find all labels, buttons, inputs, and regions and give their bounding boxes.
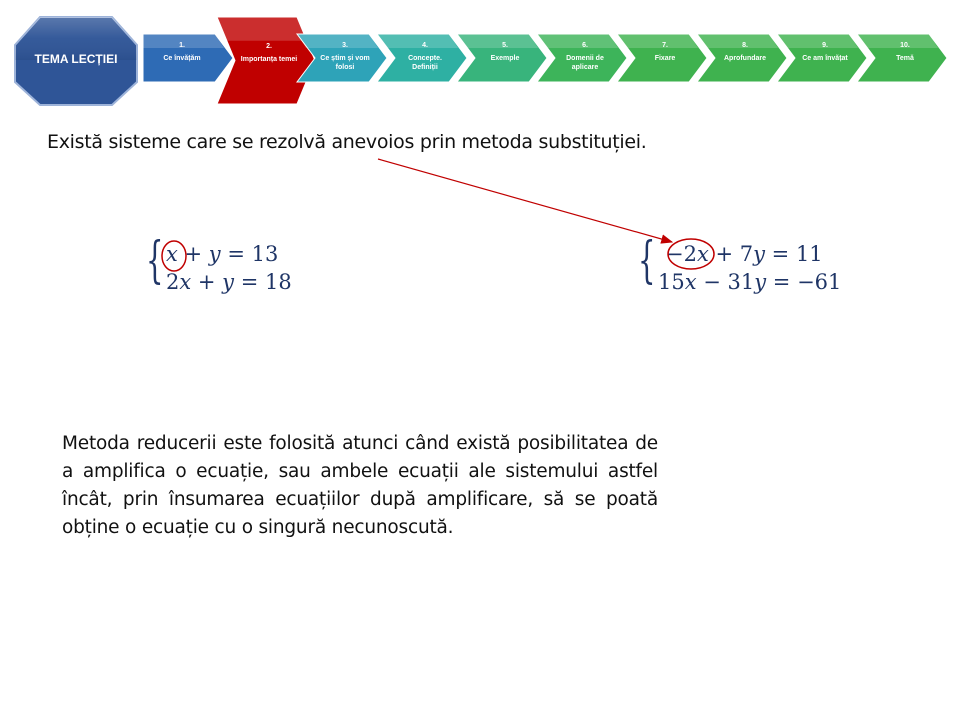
nav-step-4[interactable] [376,33,468,83]
nav-step-text: Fixare [654,55,676,62]
nav-step-label-9[interactable]: 9. Ce am învățat [795,41,855,63]
nav-step-5[interactable] [456,33,548,83]
nav-step-gloss [217,17,306,41]
system-right-eq1: −2x + 7y = 11 [666,242,823,266]
brace-left: { [146,231,164,289]
nav-step-9[interactable] [776,33,868,83]
nav-step-gloss [377,34,458,48]
nav-step-number: 6. [582,42,588,49]
nav-step-number: 7. [662,42,668,49]
nav-step-text: Ce învățăm [163,55,201,62]
nav-step-text: Importanța temei [240,56,298,63]
nav-step-gloss [617,34,698,48]
nav-step-label-5[interactable]: 5. Exemple [475,41,535,63]
nav-step-gloss [697,34,778,48]
nav-step-label-6[interactable]: 6. Domenii de aplicare [555,41,615,72]
system-right-eq2: 15x − 31y = −61 [658,270,842,294]
nav-step-text: Domenii de aplicare [566,55,604,71]
lesson-navigation-bar [14,16,948,106]
nav-step-number: 10. [900,42,910,49]
nav-step-text: Concepte. Definiții [408,55,442,71]
nav-step-10[interactable] [856,33,948,83]
intro-text: Există sisteme care se rezolvă anevoios … [47,131,647,153]
nav-step-gloss [537,34,618,48]
nav-step-label-10[interactable]: 10. Temă [875,41,935,63]
nav-step-text: Temă [896,55,914,62]
nav-step-number: 5. [502,42,508,49]
lesson-topic-label[interactable]: TEMA LECȚIEI [34,52,118,66]
nav-step-8[interactable] [696,33,788,83]
explanation-paragraph: Metoda reducerii este folosită atunci câ… [62,433,658,538]
nav-step-gloss [143,34,224,48]
nav-step-gloss [857,34,938,48]
nav-step-label-3[interactable]: 3. Ce știm și vom folosi [315,41,375,72]
nav-step-2[interactable] [216,16,316,105]
nav-step-number: 2. [266,43,272,50]
nav-step-6[interactable] [536,33,628,83]
system-left-eq2: 2x + y = 18 [166,270,292,294]
nav-step-number: 4. [422,42,428,49]
nav-step-text: Ce am învățat [802,55,848,62]
nav-step-label-4[interactable]: 4. Concepte. Definiții [395,41,455,72]
nav-step-number: 3. [342,42,348,49]
nav-step-gloss [297,34,378,48]
nav-step-label-2[interactable]: 2. Importanța temei [235,42,303,64]
nav-step-gloss [457,34,538,48]
brace-right: { [638,231,656,289]
nav-step-number: 1. [179,42,185,49]
nav-step-text: Ce știm și vom folosi [320,55,370,71]
nav-step-number: 9. [822,42,828,49]
nav-step-text: Exemple [490,55,520,62]
annotation-arrow [377,158,674,244]
nav-step-7[interactable] [616,33,708,83]
nav-step-1[interactable] [142,33,234,83]
nav-step-label-8[interactable]: 8. Aprofundare [715,41,775,63]
nav-step-text: Aprofundare [724,55,766,62]
nav-step-label-7[interactable]: 7. Fixare [635,41,695,63]
nav-step-3[interactable] [296,33,388,83]
nav-step-gloss [777,34,858,48]
nav-step-number: 8. [742,42,748,49]
system-left: { x + y = 13 2x + y = 18 [146,231,346,302]
system-right: { −2x + 7y = 11 15x − 31y = −61 [638,231,858,302]
system-left-eq1: x + y = 13 [166,242,279,266]
nav-step-label-1[interactable]: 1. Ce învățăm [143,41,221,63]
